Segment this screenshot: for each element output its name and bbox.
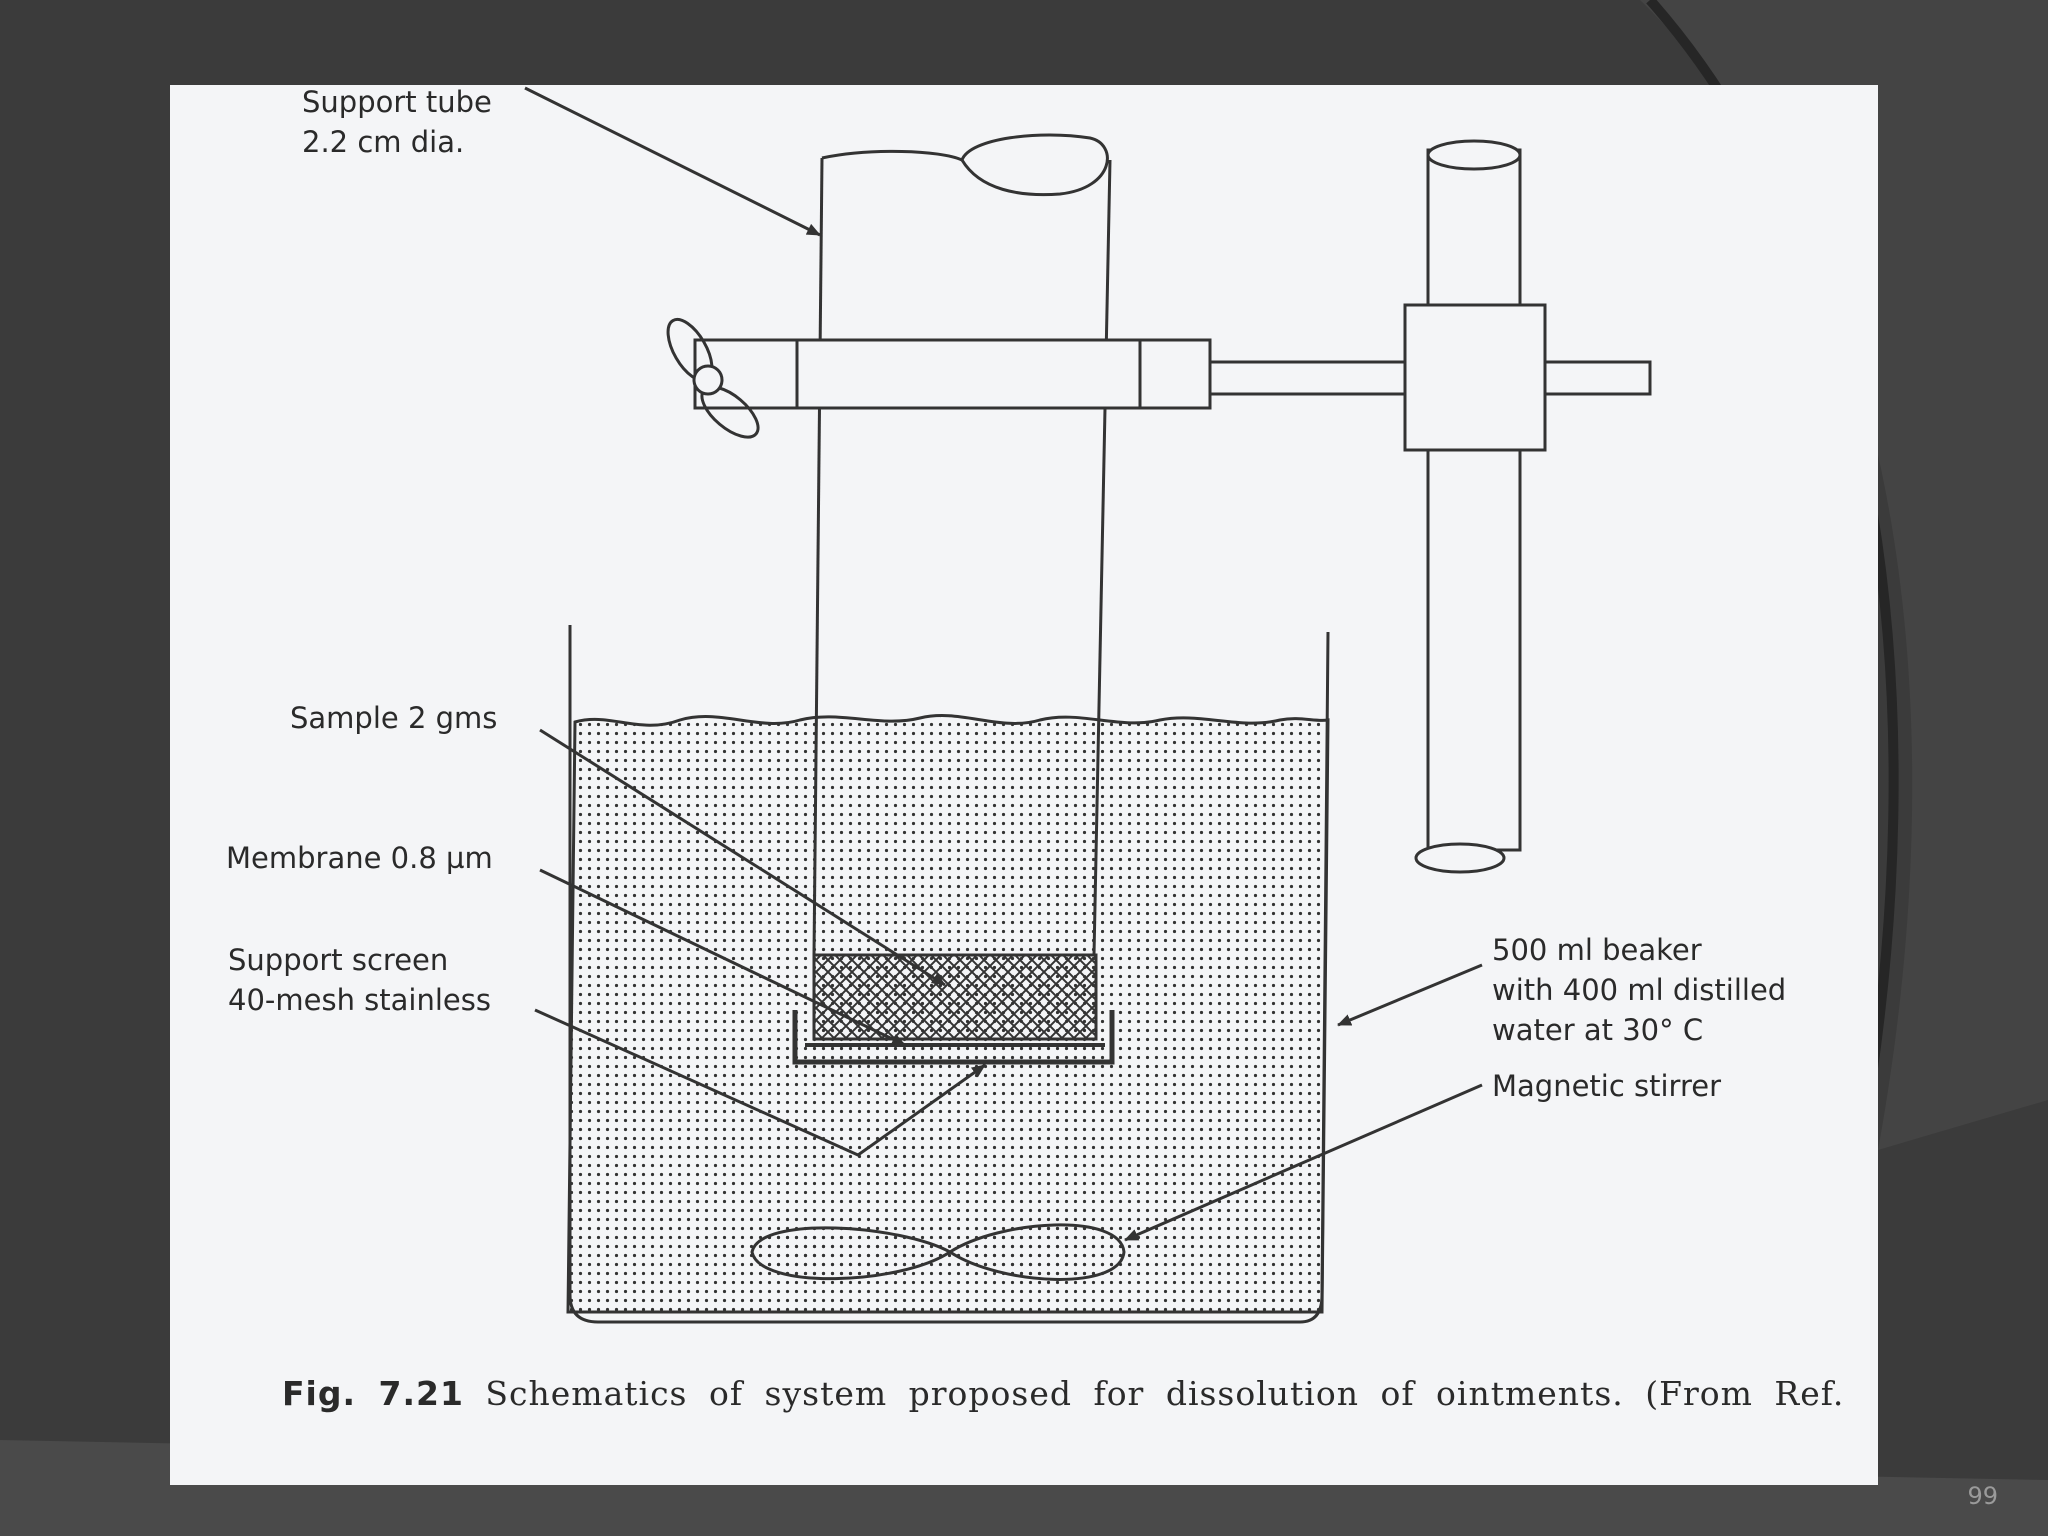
- magnetic-stir-bar: [750, 1223, 1126, 1281]
- beaker-label: 500 ml beaker with 400 ml distilled wate…: [1492, 933, 1787, 1047]
- beaker: [568, 625, 1330, 1324]
- stand-rod: [1403, 139, 1547, 874]
- support-screen-label: Support screen 40-mesh stainless: [228, 943, 491, 1017]
- membrane-label: Membrane 0.8 µm: [226, 841, 493, 875]
- caption-text: Schematics of system proposed for dissol…: [485, 1374, 1845, 1413]
- support-tube-label: Support tube 2.2 cm dia.: [302, 85, 492, 159]
- figure-caption: Fig. 7.21 Schematics of system proposed …: [282, 1374, 1844, 1413]
- sample-label: Sample 2 gms: [290, 701, 498, 735]
- cell-holder: [792, 1010, 1115, 1065]
- page-number: 99: [1967, 1482, 1998, 1510]
- figure-number: Fig. 7.21: [282, 1374, 464, 1413]
- magnetic-stirrer-label: Magnetic stirrer: [1492, 1069, 1722, 1103]
